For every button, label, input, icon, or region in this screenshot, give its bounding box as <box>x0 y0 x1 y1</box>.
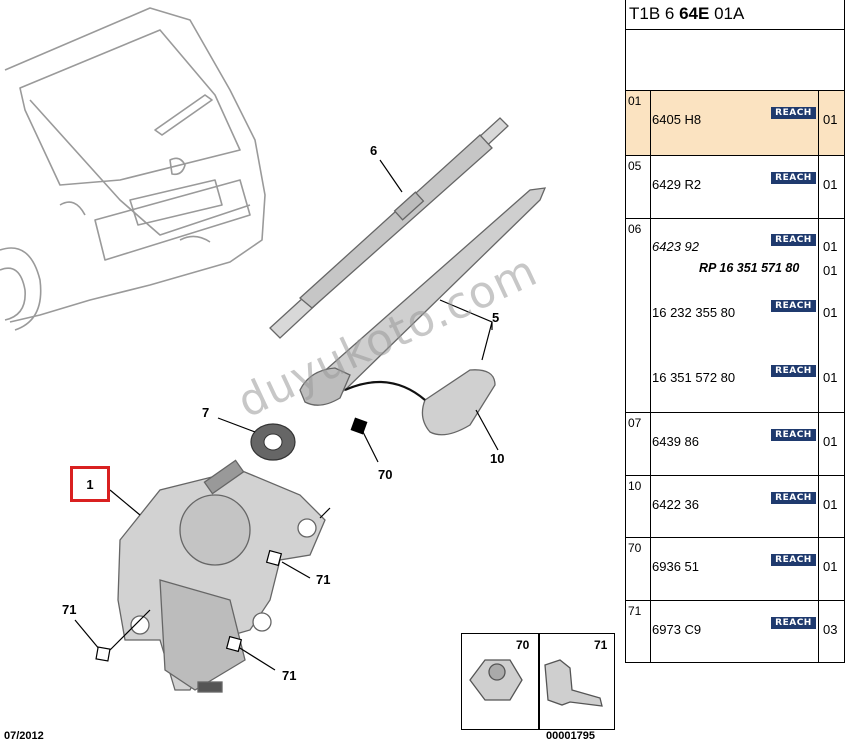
header-code: 64E <box>679 4 710 23</box>
part-quantity: 01 <box>823 305 838 320</box>
part-quantity: 01 <box>823 434 838 449</box>
reach-badge-icon: REACH <box>771 300 816 312</box>
diagram-date: 07/2012 <box>4 730 44 742</box>
row-position: 71 <box>628 604 642 618</box>
part-number[interactable]: 6405 H8 <box>652 112 702 127</box>
reach-badge-icon: REACH <box>771 172 816 184</box>
table-vline <box>625 0 626 662</box>
callout-1-highlighted[interactable]: 1 <box>70 466 110 502</box>
table-hline <box>625 600 845 601</box>
callout-70[interactable]: 70 <box>378 467 393 482</box>
row-position: 10 <box>628 479 642 493</box>
wiper-motor-part <box>117 459 326 693</box>
table-hline <box>625 475 845 476</box>
reach-badge-icon: REACH <box>771 365 816 377</box>
header-prefix: T1B 6 <box>629 4 680 23</box>
part-quantity: 01 <box>823 112 838 127</box>
table-row[interactable]: 05 6429 R2 REACH 01 <box>625 156 845 218</box>
table-vline <box>818 90 819 662</box>
part-quantity: 01 <box>823 263 838 278</box>
exploded-diagram: 1 6 5 7 70 10 71 71 71 duyukoto.com 70 7… <box>0 7 615 742</box>
diagram-drawing <box>0 7 603 707</box>
diagram-ref-number: 00001795 <box>546 730 595 742</box>
table-row[interactable]: 01 6405 H8 REACH 01 <box>625 91 845 155</box>
header-suffix: 01A <box>709 4 745 23</box>
reach-badge-icon: REACH <box>771 617 816 629</box>
leader-lines <box>74 159 499 671</box>
wiper-blade-part <box>269 117 509 339</box>
table-hline <box>625 412 845 413</box>
table-vline <box>650 90 651 662</box>
table-row[interactable]: 07 6439 86 REACH 01 <box>625 413 845 475</box>
callout-71-right[interactable]: 71 <box>316 572 331 587</box>
callout-6[interactable]: 6 <box>370 143 378 158</box>
part-quantity: 01 <box>823 177 838 192</box>
part-number[interactable]: 6429 R2 <box>652 177 702 192</box>
reach-badge-icon: REACH <box>771 234 816 246</box>
cable <box>344 380 426 401</box>
table-hline <box>625 662 845 663</box>
callout-5[interactable]: 5 <box>492 310 500 325</box>
fastener-markers <box>95 417 368 662</box>
part-quantity: 01 <box>823 370 838 385</box>
car-outline <box>0 7 266 331</box>
row-position: 06 <box>628 222 642 236</box>
wiper-arm-part <box>299 187 547 406</box>
callout-71-bottom[interactable]: 71 <box>282 668 297 683</box>
callout-71-left[interactable]: 71 <box>62 602 77 617</box>
table-hline <box>625 155 845 156</box>
table-row[interactable]: 71 6973 C9 REACH 03 <box>625 601 845 662</box>
row-position: 07 <box>628 416 642 430</box>
row-position: 70 <box>628 541 642 555</box>
legend-label-71: 71 <box>594 638 608 652</box>
table-row[interactable]: 10 6422 36 REACH 01 <box>625 476 845 537</box>
reach-badge-icon: REACH <box>771 107 816 119</box>
table-header: T1B 6 64E 01A <box>625 0 845 30</box>
table-hline <box>625 90 845 91</box>
legend-divider <box>538 634 540 729</box>
callout-10[interactable]: 10 <box>490 451 505 466</box>
row-position: 05 <box>628 159 642 173</box>
part-number[interactable]: 6936 51 <box>652 559 699 574</box>
part-quantity: 01 <box>823 497 838 512</box>
part-number[interactable]: 16 232 355 80 <box>652 305 736 320</box>
arm-cap-part <box>421 369 496 436</box>
part-quantity: 03 <box>823 622 838 637</box>
fastener-legend: 70 71 <box>461 633 615 730</box>
table-hline <box>625 218 845 219</box>
legend-icons <box>469 659 603 707</box>
row-position: 01 <box>628 94 642 108</box>
table-row[interactable]: 06 6423 92 REACH 01 RP 16 351 571 80 01 16 232… <box>625 219 845 412</box>
part-number[interactable]: 16 351 572 80 <box>652 370 736 385</box>
reach-badge-icon: REACH <box>771 554 816 566</box>
callout-7[interactable]: 7 <box>202 405 210 420</box>
part-number[interactable]: 6423 92 <box>652 239 699 254</box>
table-hline <box>625 537 845 538</box>
table-row[interactable]: 70 6936 51 REACH 01 <box>625 538 845 600</box>
legend-label-70: 70 <box>516 638 530 652</box>
part-number[interactable]: 6439 86 <box>652 434 699 449</box>
part-quantity: 01 <box>823 559 838 574</box>
part-number-replacement[interactable]: RP 16 351 571 80 <box>699 261 800 275</box>
parts-table: T1B 6 64E 01A 01 6405 H8 REACH 01 05 6429 R2 R… <box>625 0 845 748</box>
reach-badge-icon: REACH <box>771 492 816 504</box>
reach-badge-icon: REACH <box>771 429 816 441</box>
part-number[interactable]: 6973 C9 <box>652 622 702 637</box>
seal-part <box>250 423 296 461</box>
part-number[interactable]: 6422 36 <box>652 497 699 512</box>
part-quantity: 01 <box>823 239 838 254</box>
